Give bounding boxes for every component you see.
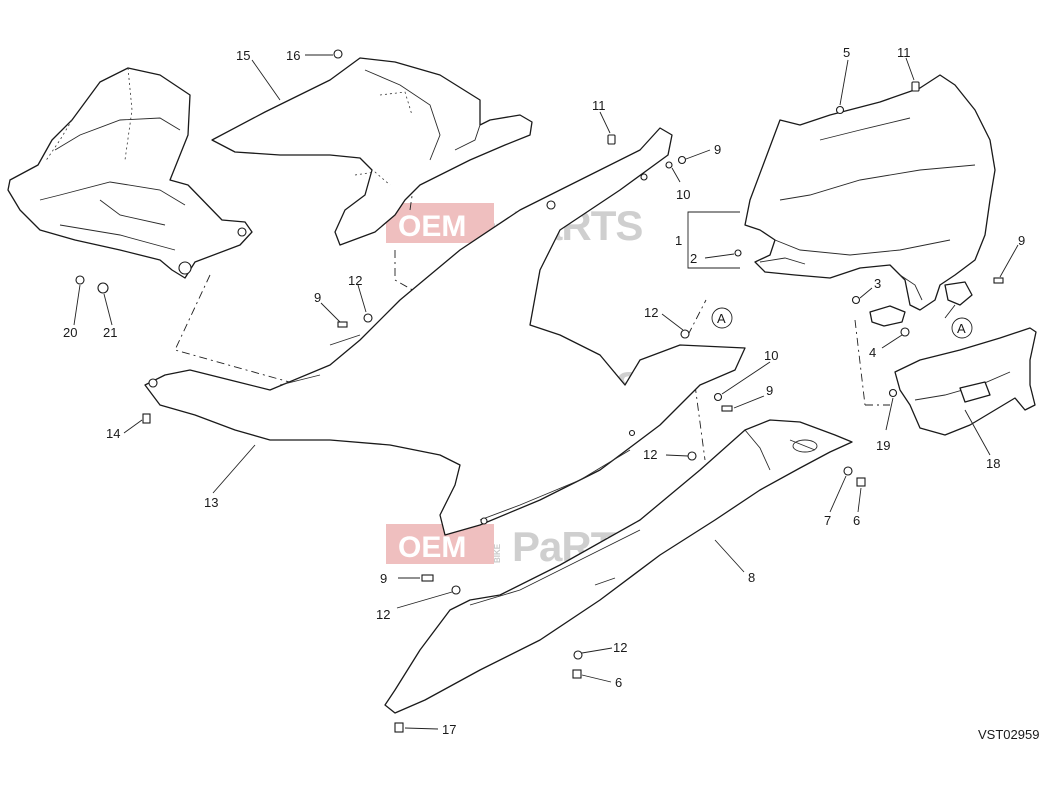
callout-19: 19 <box>876 438 890 453</box>
callout-1: 1 <box>675 233 682 248</box>
callout-4: 4 <box>869 345 876 360</box>
small-bracket <box>869 305 906 327</box>
callout-11-middle: 11 <box>592 98 606 113</box>
callout-12-lower: 12 <box>643 447 657 462</box>
callout-11-right: 11 <box>897 45 911 60</box>
rear-lower-cover <box>894 327 1037 436</box>
fasteners <box>75 49 1004 733</box>
diagram-code: VST02959 <box>978 727 1039 742</box>
callout-14: 14 <box>106 426 120 441</box>
callout-9-middle: 9 <box>766 383 773 398</box>
callout-16: 16 <box>286 48 300 63</box>
callout-12-middle: 12 <box>644 305 658 320</box>
callout-18: 18 <box>986 456 1000 471</box>
callout-12-left: 12 <box>348 273 362 288</box>
callout-9-right: 9 <box>1018 233 1025 248</box>
view-marker-label: A <box>717 311 726 326</box>
callout-10-middle: 10 <box>764 348 778 363</box>
right-fairing <box>744 74 996 311</box>
callout-8: 8 <box>748 570 755 585</box>
callout-9-left: 9 <box>314 290 321 305</box>
watermark-oem-text: OEM <box>398 210 466 243</box>
view-marker-a-left: A <box>711 307 733 329</box>
callout-6-bottom: 6 <box>615 675 622 690</box>
view-marker-a-right: A <box>951 317 973 339</box>
watermark-bike-text: BIKE <box>493 543 502 563</box>
watermark-oem-text: OEM <box>398 531 466 564</box>
callout-10-upper: 10 <box>676 187 690 202</box>
callout-20: 20 <box>63 325 77 340</box>
callout-15: 15 <box>236 48 250 63</box>
callout-12-bottom: 12 <box>613 640 627 655</box>
grommet-16 <box>333 49 343 59</box>
bracket-frame <box>7 67 253 279</box>
callout-5: 5 <box>843 45 850 60</box>
side-panel-left <box>144 127 746 536</box>
callout-17: 17 <box>442 722 456 737</box>
callout-9-upper: 9 <box>714 142 721 157</box>
callout-9-bottom: 9 <box>380 571 387 586</box>
callout-labels: 1 2 3 4 5 6 6 7 8 9 9 9 9 9 10 10 11 11 … <box>63 45 1025 737</box>
callout-2: 2 <box>690 251 697 266</box>
callout-12-bottom-left: 12 <box>376 607 390 622</box>
view-marker-label: A <box>957 321 966 336</box>
callout-13: 13 <box>204 495 218 510</box>
callout-21: 21 <box>103 325 117 340</box>
callout-3: 3 <box>874 276 881 291</box>
callout-6-right: 6 <box>853 513 860 528</box>
leader-lines <box>73 54 1019 730</box>
callout-7: 7 <box>824 513 831 528</box>
lower-side-panel <box>384 419 853 714</box>
upper-cover-panel <box>211 57 533 246</box>
